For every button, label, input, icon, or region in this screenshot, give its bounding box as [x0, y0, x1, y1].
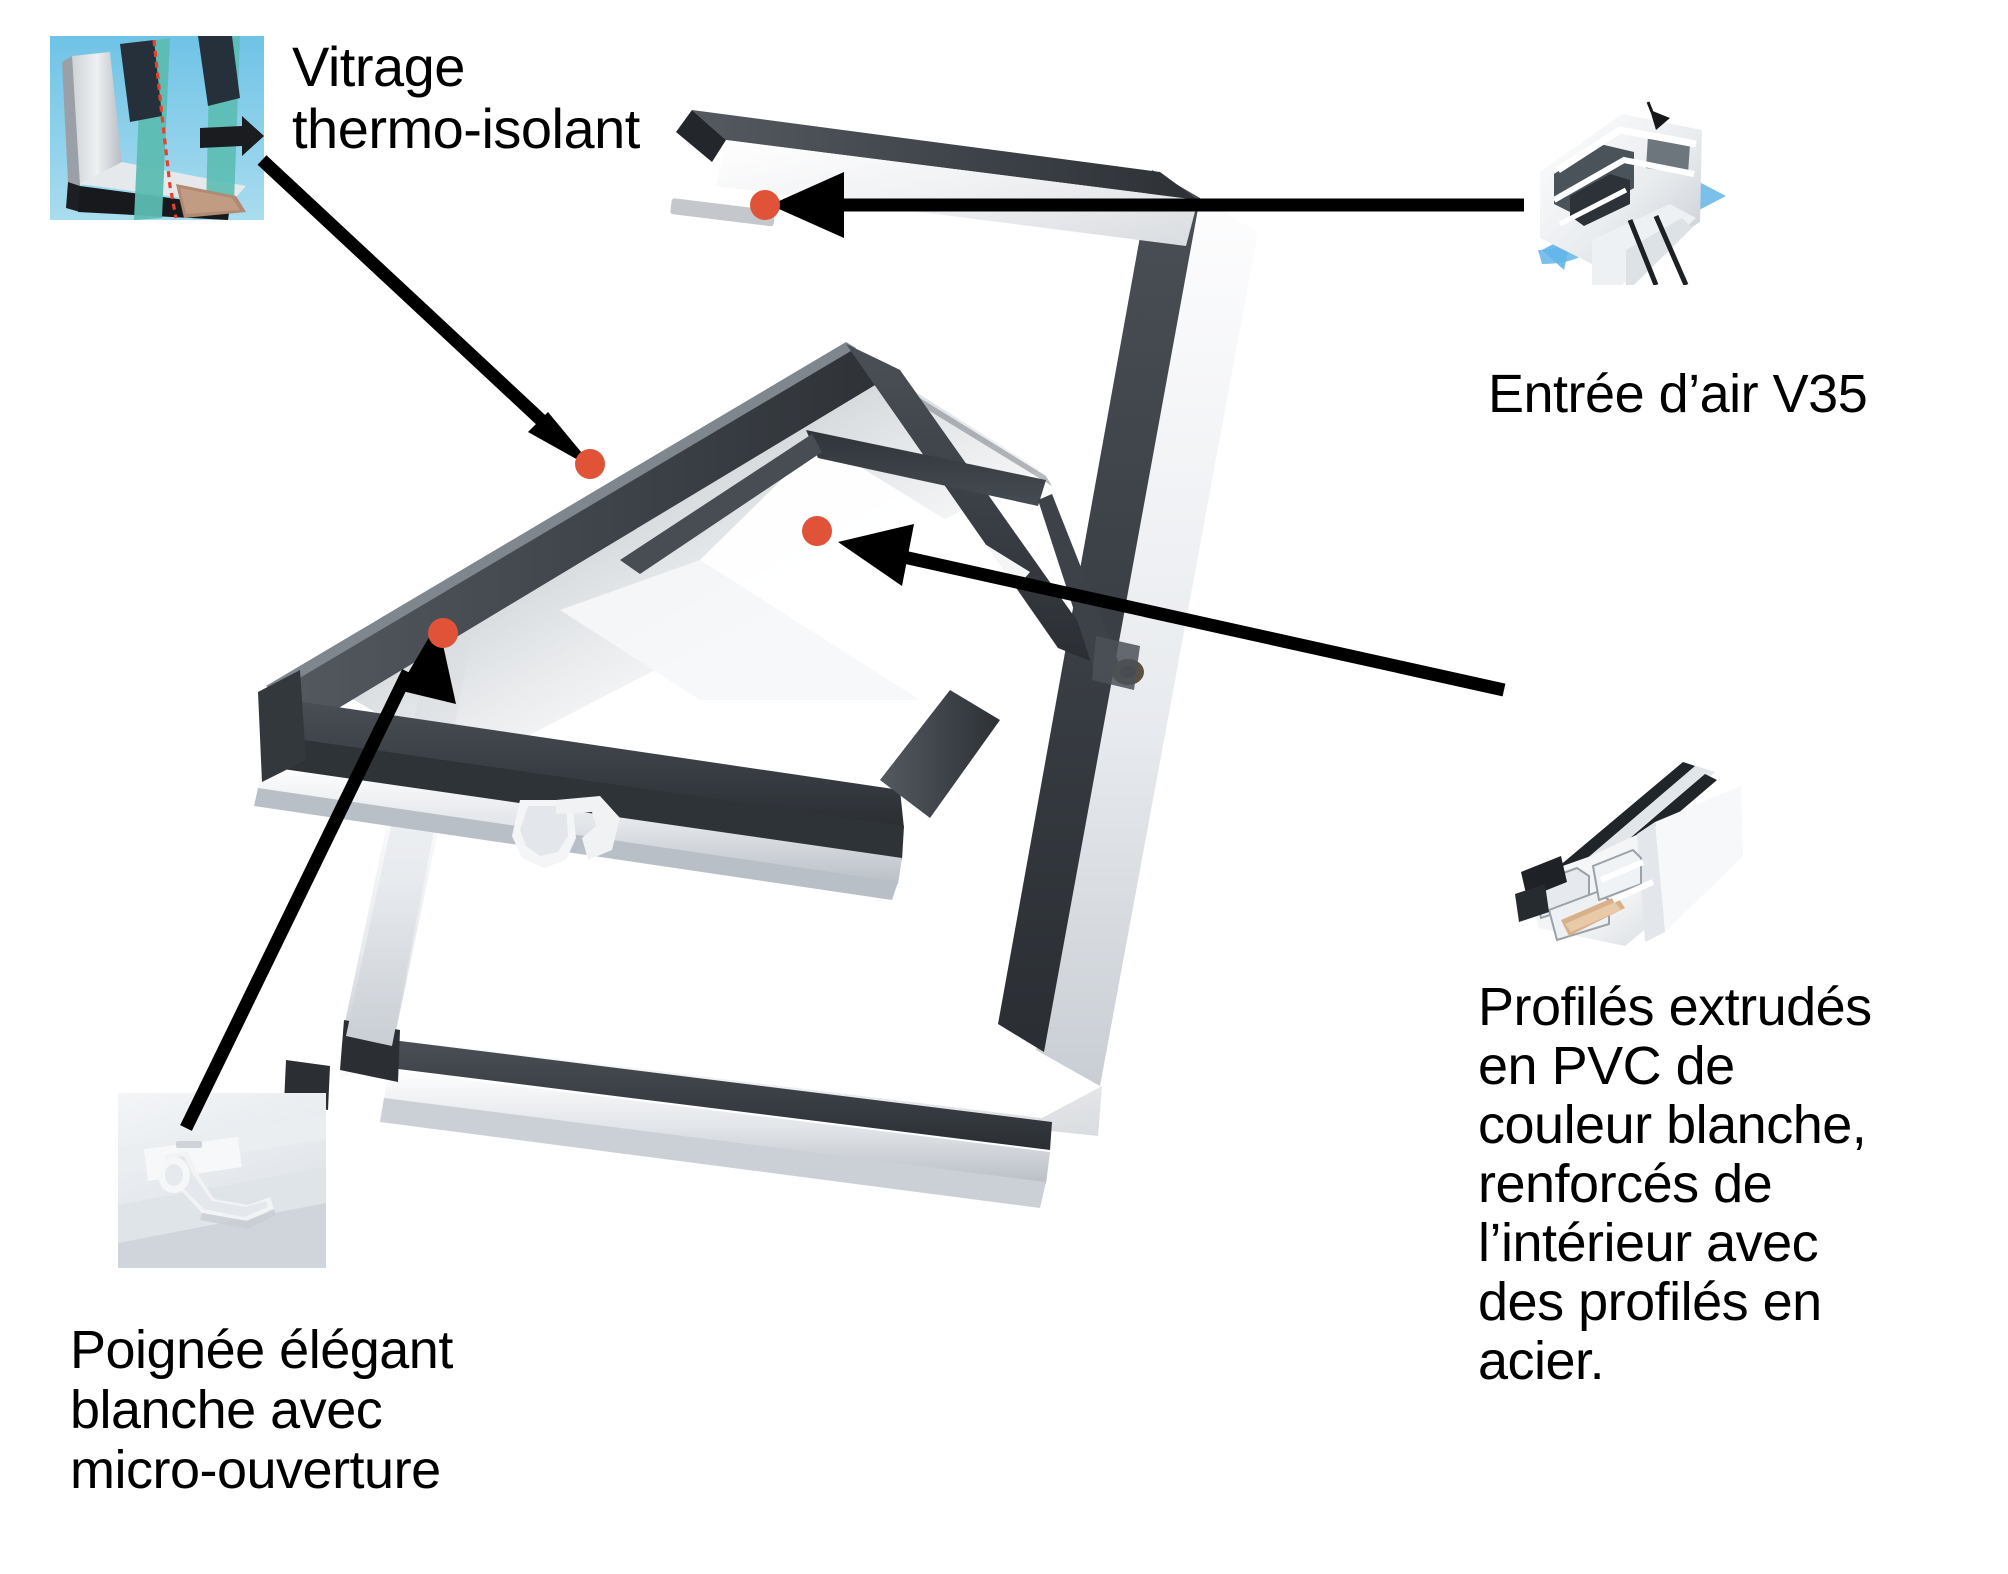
callout-label-profiles: Profilés extrudés en PVC de couleur blan… [1478, 977, 1872, 1391]
callout-label-vitrage: Vitrage thermo-isolant [292, 35, 640, 160]
pvc-profile-cross-section-thumbnail [1505, 760, 1745, 955]
callout-label-entree-air: Entrée d’air V35 [1488, 364, 1868, 424]
window-handle-thumbnail [118, 1093, 326, 1268]
air-vent-strip [670, 198, 775, 227]
air-vent-cross-section-thumbnail [1530, 100, 1760, 285]
glazing-cross-section-thumbnail [50, 36, 264, 220]
window-handle [512, 796, 620, 868]
callout-label-poignee: Poignée élégant blanche avec micro-ouver… [70, 1320, 453, 1500]
